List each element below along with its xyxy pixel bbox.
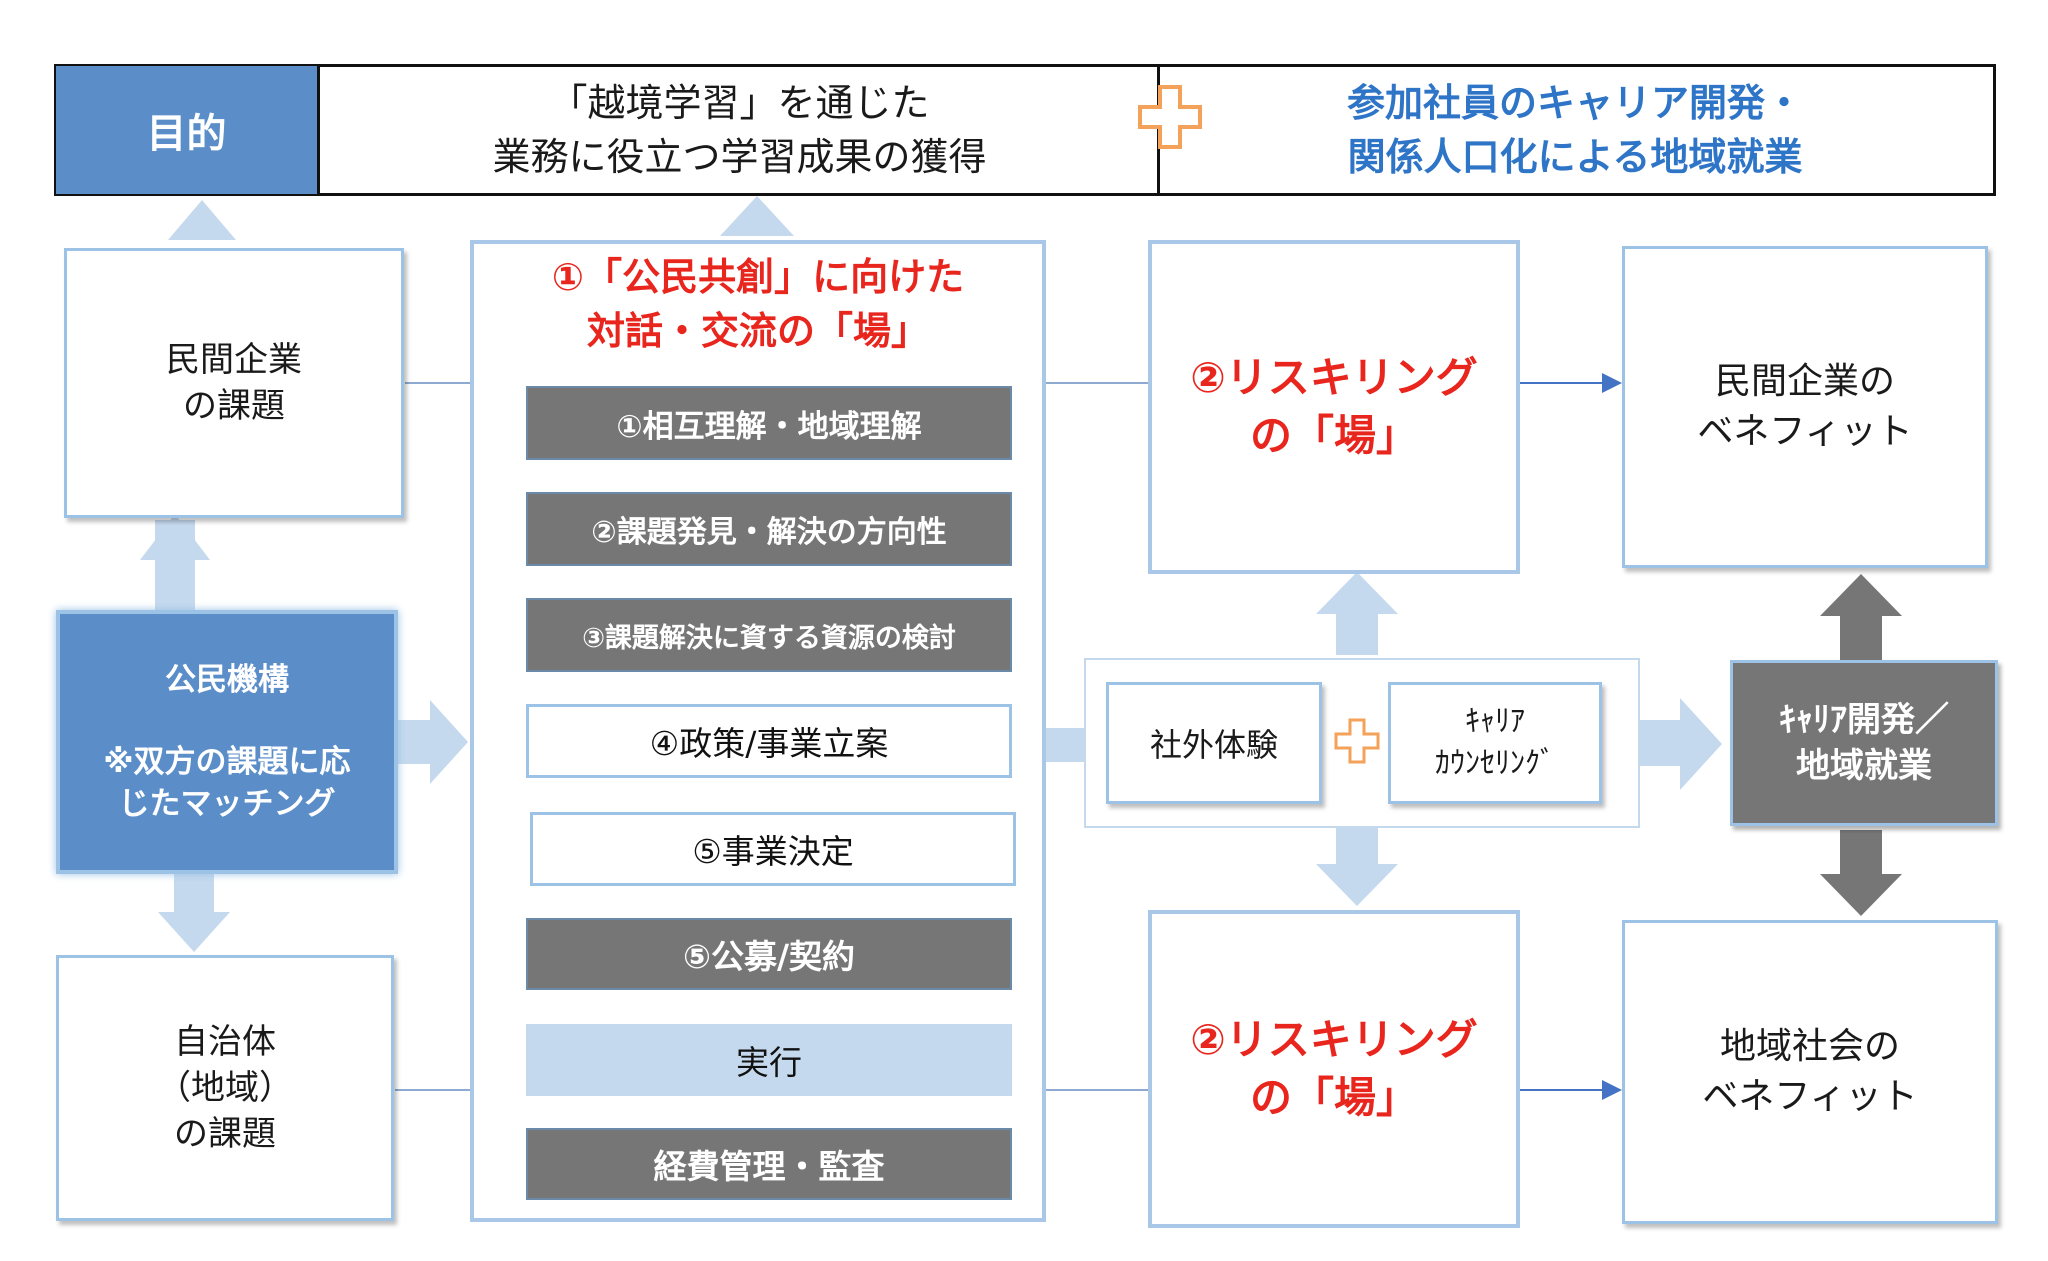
career-counseling-box: ｷｬﾘｱ ｶｳﾝｾﾘﾝｸﾞ	[1388, 682, 1602, 804]
co-creation-title-line1: ①「公民共創」に向けた	[551, 255, 965, 299]
goal-career-line1: 参加社員のキャリア開発・	[1346, 81, 1803, 125]
step-resource-review: ③課題解決に資する資源の検討	[526, 598, 1012, 672]
local-issue-line3: の課題	[174, 1114, 276, 1154]
reskilling-bottom-line2: の「場」	[1249, 1073, 1418, 1122]
career-counseling-line1: ｷｬﾘｱ	[1465, 704, 1525, 739]
step-policy-planning: ④政策/事業立案	[526, 704, 1012, 778]
org-note-line1: ※双方の課題に応	[103, 744, 351, 780]
community-benefit-line2: ベネフィット	[1702, 1076, 1918, 1117]
private-issue-box: 民間企業 の課題	[64, 248, 404, 518]
goal-career-line2: 関係人口化による地域就業	[1347, 135, 1803, 179]
up-arrow-to-private-benefit	[1820, 574, 1902, 660]
purpose-goal-learning: 「越境学習」を通じた 業務に役立つ学習成果の獲得	[322, 66, 1160, 194]
down-arrow-to-local-issue	[158, 872, 230, 952]
co-creation-title-line2: 対話・交流の「場」	[586, 309, 929, 353]
connector-center-to-middle	[1046, 728, 1084, 762]
goal-learning-line1: 「越境学習」を通じた	[549, 81, 930, 125]
reskilling-box-top: ②リスキリング の「場」	[1148, 240, 1520, 574]
purpose-goal-career: 参加社員のキャリア開発・ 関係人口化による地域就業	[1200, 66, 1950, 194]
purpose-label-text: 目的	[146, 111, 227, 157]
private-benefit-line1: 民間企業の	[1714, 361, 1895, 402]
co-creation-title: ①「公民共創」に向けた 対話・交流の「場」	[474, 244, 1042, 364]
up-arrow-center	[720, 196, 794, 236]
step-mutual-understanding: ①相互理解・地域理解	[526, 386, 1012, 460]
step-label: 実行	[736, 1043, 802, 1082]
step-label: ③課題解決に資する資源の検討	[582, 622, 956, 654]
reskilling-box-bottom: ②リスキリング の「場」	[1148, 910, 1520, 1228]
community-benefit-box: 地域社会の ベネフィット	[1622, 920, 1998, 1224]
reskilling-bottom-line1: ②リスキリング	[1190, 1015, 1478, 1064]
private-issue-line2: の課題	[183, 386, 285, 426]
private-benefit-line2: ベネフィット	[1697, 411, 1913, 452]
step-label: ⑤事業決定	[692, 832, 854, 871]
step-issue-discovery: ②課題発見・解決の方向性	[526, 492, 1012, 566]
public-private-org-box: 公民機構 ※双方の課題に応 じたマッチング	[56, 610, 398, 874]
org-title: 公民機構	[165, 662, 289, 698]
step-cost-audit: 経費管理・監査	[526, 1128, 1012, 1200]
local-issue-line2: （地域）	[157, 1068, 293, 1108]
up-arrow-to-reskilling-top	[1316, 572, 1398, 655]
local-issue-box: 自治体 （地域） の課題	[56, 955, 394, 1221]
external-experience-box: 社外体験	[1106, 682, 1322, 804]
step-label: ⑤公募/契約	[683, 937, 855, 976]
career-development-line1: ｷｬﾘｱ開発／	[1779, 700, 1949, 740]
step-label: ②課題発見・解決の方向性	[591, 515, 947, 550]
career-development-box: ｷｬﾘｱ開発／ 地域就業	[1730, 660, 1998, 826]
up-arrow-left	[168, 200, 236, 240]
step-label: 経費管理・監査	[653, 1147, 885, 1186]
step-public-offering: ⑤公募/契約	[526, 918, 1012, 990]
external-experience-text: 社外体験	[1149, 726, 1278, 764]
private-benefit-box: 民間企業の ベネフィット	[1622, 246, 1988, 568]
private-issue-line1: 民間企業	[166, 340, 302, 380]
step-project-decision: ⑤事業決定	[530, 812, 1016, 886]
step-label: ④政策/事業立案	[649, 724, 889, 763]
up-arrow-to-private-issue	[140, 514, 210, 610]
community-benefit-line1: 地域社会の	[1719, 1026, 1900, 1067]
reskilling-top-line1: ②リスキリング	[1190, 353, 1478, 402]
down-arrow-to-community-benefit	[1820, 830, 1902, 916]
right-arrow-org-to-center	[395, 700, 468, 784]
goal-learning-line2: 業務に役立つ学習成果の獲得	[492, 135, 987, 179]
reskilling-top-line2: の「場」	[1249, 411, 1418, 460]
career-development-line2: 地域就業	[1796, 746, 1932, 786]
down-arrow-to-reskilling-bottom	[1316, 828, 1398, 906]
step-execution: 実行	[526, 1024, 1012, 1096]
right-arrow-to-career	[1640, 698, 1722, 790]
purpose-label: 目的	[56, 66, 320, 194]
step-label: ①相互理解・地域理解	[616, 408, 922, 445]
purpose-bar	[54, 64, 1996, 196]
org-note-line2: じたマッチング	[118, 786, 336, 822]
career-counseling-line2: ｶｳﾝｾﾘﾝｸﾞ	[1435, 746, 1555, 781]
local-issue-line1: 自治体	[174, 1022, 276, 1062]
